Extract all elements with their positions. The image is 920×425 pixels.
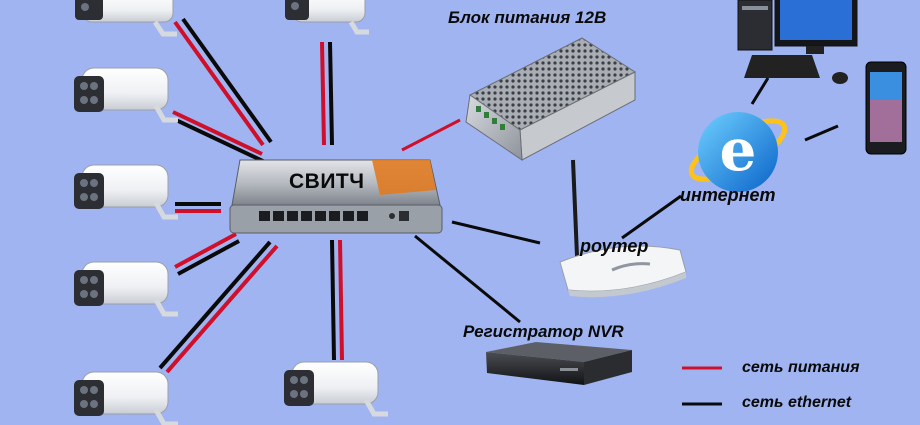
- cctv-camera-icon: [74, 371, 178, 425]
- internet-explorer-icon: e: [688, 112, 788, 192]
- nvr-recorder-icon: [486, 342, 632, 385]
- cctv-camera-icon: [74, 261, 178, 317]
- power-supply-label: Блок питания 12В: [448, 8, 607, 27]
- cctv-camera-icon: [74, 164, 178, 220]
- legend-ethernet-label: сеть ethernet: [742, 394, 852, 411]
- wifi-router-icon: [559, 159, 687, 298]
- cameras: [74, 0, 388, 425]
- cctv-camera-icon: [284, 361, 388, 417]
- legend: [682, 366, 722, 406]
- camera-cables: [158, 17, 344, 374]
- router-label: роутер: [580, 236, 649, 256]
- cctv-camera-icon: [75, 0, 177, 37]
- cctv-camera-icon: [74, 67, 178, 123]
- switch-label: СВИТЧ: [289, 170, 365, 193]
- smartphone-icon: [865, 61, 907, 155]
- desktop-computer-icon: [737, 0, 858, 84]
- cctv-camera-icon: [285, 0, 369, 35]
- network-switch-icon: [229, 159, 443, 234]
- device-cables: [401, 77, 839, 324]
- legend-power-label: сеть питания: [742, 359, 860, 376]
- power-supply-icon: [465, 37, 637, 161]
- internet-label: интернет: [680, 185, 776, 205]
- svg-text:e: e: [720, 116, 757, 184]
- nvr-label: Регистратор NVR: [463, 322, 624, 341]
